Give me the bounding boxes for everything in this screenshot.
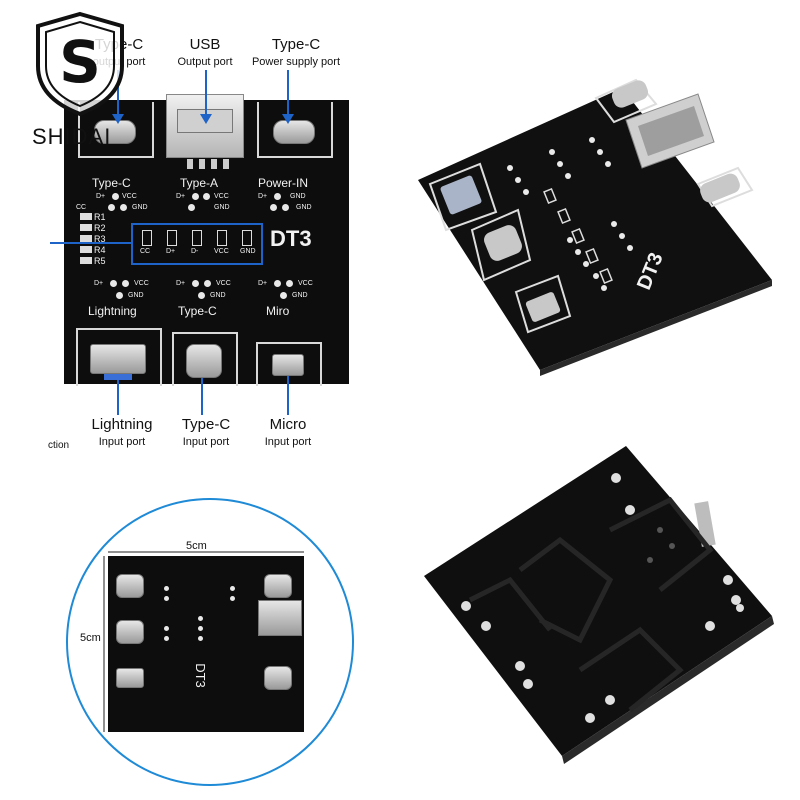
silk-miro: Miro [266,304,290,318]
pin-dot [274,193,281,200]
brand-logo: S [30,10,130,118]
resistor-r1: R1 [80,212,106,222]
silk-pin-vcc-lower-2: VCC [216,280,231,287]
pin-dot [286,280,293,287]
bottom-port-label-2: Type-C Input port [181,416,231,448]
pin-dot [192,280,199,287]
led-label-d-minus: D- [191,248,199,255]
pin-dot [198,292,205,299]
dimension-board: DT3 [108,556,304,732]
pin-dot [282,204,289,211]
silk-pin-d-plus-2: D+ [176,193,186,200]
silk-pin-gnd-3: GND [214,204,230,211]
type-c-output-port [78,102,154,158]
led-row: CC D+ D- VCC GND [140,228,264,262]
logo-letter: S [59,28,101,96]
pin-dot [204,280,211,287]
brand-name: SHIDAI [32,124,112,149]
silk-type-c-top: Type-C [92,176,131,190]
pin-dot [192,193,199,200]
silk-pin-gnd: GND [290,193,306,200]
silk-pin-gnd-4: GND [296,204,312,211]
board-back-drawing [424,446,774,764]
silk-pin-cc: CC [76,204,87,211]
annotated-board-panel: Type-C output port USB Output port Type-… [0,0,360,460]
silk-pin-gnd-lower-3: GND [292,292,308,299]
pin-dot [122,280,129,287]
pin-dot [116,292,123,299]
type-c-input-port [172,332,238,386]
partial-left-text: ction [48,440,70,451]
silk-lightning: Lightning [88,304,137,318]
bottom-port-label-3: Micro Input port [264,416,312,448]
silk-pin-d-plus-3: D+ [258,193,268,200]
resistor-r5: R5 [80,256,106,266]
silk-power-in: Power-IN [258,176,309,190]
resistor-r3: R3 [80,234,106,244]
silk-pin-vcc: VCC [122,193,137,200]
silk-pin-d-plus: D+ [96,193,106,200]
silk-pin-d-plus-lower: D+ [94,280,104,287]
silk-pin-gnd-lower: GND [128,292,144,299]
silk-pin-d-plus-lower-2: D+ [176,280,186,287]
pin-dot [112,193,119,200]
dimension-lines [103,551,304,732]
silk-pin-vcc-lower-3: VCC [298,280,313,287]
resistor-r2: R2 [80,223,106,233]
silk-pin-vcc-lower: VCC [134,280,149,287]
silk-pin-d-plus-lower-3: D+ [258,280,268,287]
bottom-port-label-1: Lightning Input port [91,416,153,448]
pin-dot [108,204,115,211]
silk-pin-gnd-2: GND [132,204,148,211]
lightning-input-port [76,328,162,386]
silk-type-c-bottom: Type-C [178,304,217,318]
type-c-power-port [257,102,333,158]
shield-icon [36,11,124,117]
pin-dot [274,280,281,287]
led-label-cc: CC [140,248,151,255]
top-port-label-2: USB Output port [177,36,233,68]
silk-pin-vcc-2: VCC [214,193,229,200]
dimension-height-label: 5cm [80,632,101,644]
pin-dot [120,204,127,211]
led-label-gnd: GND [240,248,256,255]
top-port-label-3: Type-C Power supply port [251,36,341,68]
led-label-vcc: VCC [214,248,229,255]
silk-type-a: Type-A [180,176,219,190]
board-back-photo [410,430,800,770]
led-label-d-plus: D+ [166,248,176,255]
pin-dot [110,280,117,287]
pin-dot [203,193,210,200]
resistor-r4: R4 [80,245,106,255]
angled-board-photo: DT3 [400,40,800,400]
dimension-width-label: 5cm [186,540,207,552]
silk-pin-gnd-lower-2: GND [210,292,226,299]
pin-dot [270,204,277,211]
angled-board-drawing [418,78,772,376]
board-model-label: DT3 [270,226,312,251]
pin-dot [188,204,195,211]
micro-input-port [256,342,322,386]
pin-dot [280,292,287,299]
